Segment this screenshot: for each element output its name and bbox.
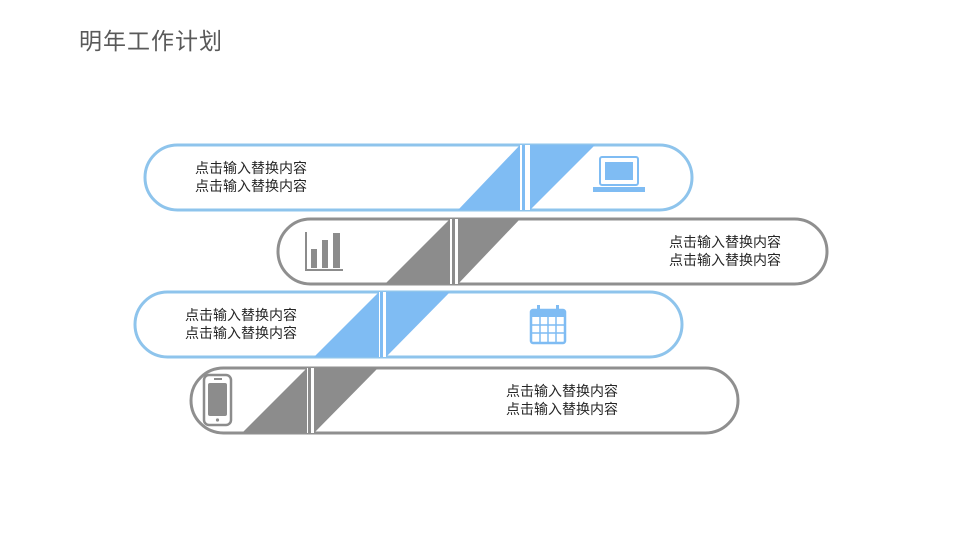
row-4-text-line-1: 点击输入替换内容 (506, 383, 618, 399)
row-2 (276, 217, 829, 286)
row-1-text-line-2: 点击输入替换内容 (195, 178, 307, 194)
row-4-ribbon-left (242, 368, 307, 433)
row-4-text: 点击输入替换内容 点击输入替换内容 (501, 382, 623, 418)
laptop-icon (593, 156, 645, 192)
row-2-separator-line (452, 219, 455, 284)
row-2-text-line-2: 点击输入替换内容 (669, 252, 781, 268)
row-1-text: 点击输入替换内容 点击输入替换内容 (190, 159, 312, 195)
row-3-text-line-2: 点击输入替换内容 (185, 325, 297, 341)
row-2-text: 点击输入替换内容 点击输入替换内容 (664, 233, 786, 269)
row-2-ribbon-left (385, 219, 450, 284)
calendar-icon (529, 305, 567, 345)
row-2-text-line-1: 点击输入替换内容 (669, 234, 781, 250)
row-4 (189, 366, 740, 435)
row-3-separator-line (380, 292, 383, 357)
row-1 (143, 143, 694, 212)
row-4-ribbon-right (314, 368, 378, 433)
row-3-ribbon-left (314, 292, 379, 357)
row-3-text-line-1: 点击输入替换内容 (185, 307, 297, 323)
mobile-phone-icon (202, 373, 233, 427)
row-2-ribbon-right (458, 219, 520, 284)
row-3 (133, 290, 684, 359)
row-4-text-line-2: 点击输入替换内容 (506, 401, 618, 417)
row-3-ribbon-right (386, 292, 450, 357)
row-4-separator-line (308, 368, 311, 433)
row-1-ribbon-right (530, 145, 595, 210)
bar-chart-icon (305, 232, 343, 271)
page-title: 明年工作计划 (79, 28, 223, 54)
row-1-separator-line (522, 145, 525, 210)
row-1-text-line-1: 点击输入替换内容 (195, 160, 307, 176)
row-3-text: 点击输入替换内容 点击输入替换内容 (180, 306, 302, 342)
row-1-ribbon-left (458, 145, 520, 210)
